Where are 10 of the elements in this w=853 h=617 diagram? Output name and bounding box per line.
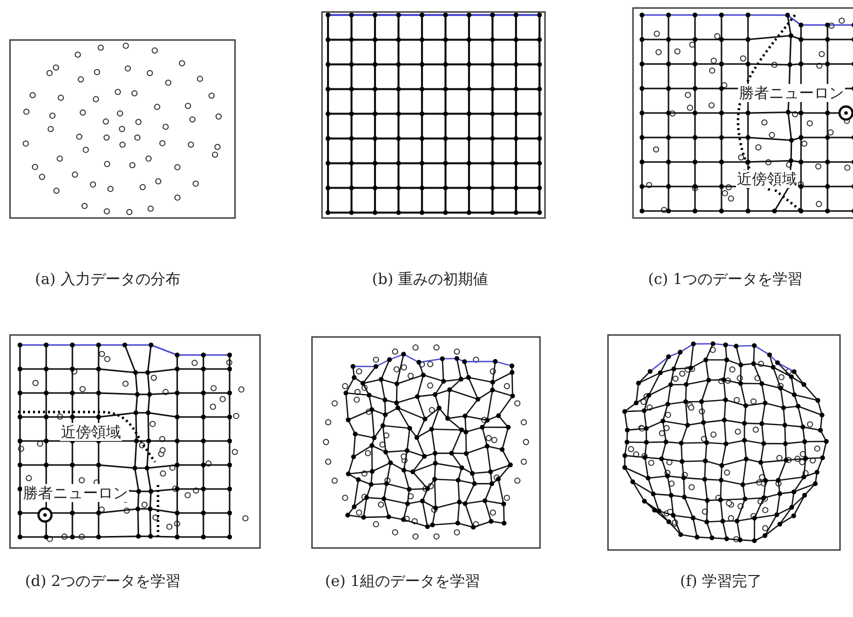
caption: (a) 入力データの分布 <box>35 270 180 288</box>
caption: (e) 1組のデータを学習 <box>325 572 480 590</box>
annotation-label: 近傍領域 <box>736 170 798 188</box>
annotation-label: 近傍領域 <box>60 423 122 441</box>
caption: (d) 2つのデータを学習 <box>25 572 181 590</box>
caption: (b) 重みの初期値 <box>372 270 488 288</box>
caption: (f) 学習完了 <box>680 572 762 590</box>
annotation-label: 勝者ニューロン <box>22 484 129 502</box>
caption: (c) 1つのデータを学習 <box>648 270 802 288</box>
annotation-label: 勝者ニューロン <box>738 84 845 102</box>
